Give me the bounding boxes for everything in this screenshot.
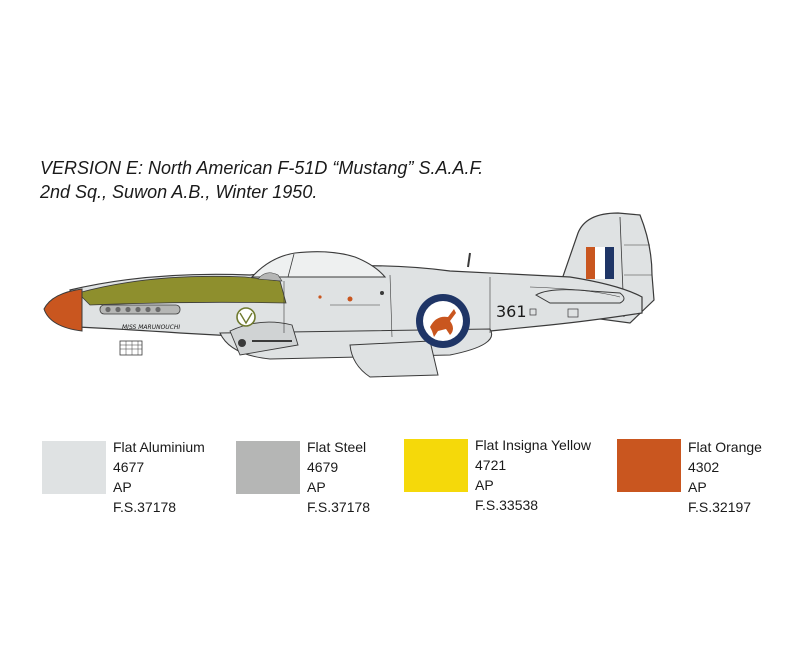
color-name: Flat Orange xyxy=(688,439,762,455)
springbok-icon xyxy=(430,309,456,337)
swatch-flat-steel xyxy=(236,441,300,494)
nose-art-text: MISS MARUNOUCHI xyxy=(122,324,180,331)
color-code: 4302 xyxy=(688,459,720,475)
pilot-head xyxy=(257,272,283,282)
aircraft-profile-illustration: MISS MARUNOUCHI 361 xyxy=(43,212,655,378)
swatch-flat-orange xyxy=(617,439,681,492)
propeller-spinner xyxy=(43,288,83,332)
color-name: Flat Steel xyxy=(307,439,367,455)
squadron-badge xyxy=(236,307,256,327)
title-line-2: 2nd Sq., Suwon A.B., Winter 1950. xyxy=(40,182,318,202)
fin-flash-blue xyxy=(605,247,614,279)
fin-flash-orange xyxy=(586,247,595,279)
swatch-flat-insigna-yellow xyxy=(404,439,468,492)
undercarriage xyxy=(229,321,299,356)
color-code: 4721 xyxy=(475,457,507,473)
exhaust-stacks xyxy=(99,304,181,315)
color-code: 4679 xyxy=(307,459,339,475)
radiator-scoop xyxy=(349,340,439,378)
fin-flash-white xyxy=(595,247,605,279)
vent-grille xyxy=(119,340,143,356)
version-title: VERSION E: North American F-51D “Mustang… xyxy=(40,156,483,204)
color-code-suffix: AP xyxy=(307,479,326,495)
fs-code: F.S.32197 xyxy=(688,499,752,515)
color-code-suffix: AP xyxy=(688,479,707,495)
color-code-suffix: AP xyxy=(475,477,494,493)
color-code-suffix: AP xyxy=(113,479,132,495)
aircraft-serial: 361 xyxy=(496,302,527,321)
color-name: Flat Aluminium xyxy=(113,439,205,455)
color-name: Flat Insigna Yellow xyxy=(475,437,591,453)
color-code: 4677 xyxy=(113,459,145,475)
radio-mast xyxy=(467,252,471,268)
swatch-flat-aluminium xyxy=(42,441,106,494)
title-line-1: VERSION E: North American F-51D “Mustang… xyxy=(40,158,484,178)
fs-code: F.S.33538 xyxy=(475,497,539,513)
fs-code: F.S.37178 xyxy=(113,499,177,515)
fs-code: F.S.37178 xyxy=(307,499,371,515)
canopy xyxy=(250,251,387,278)
anti-glare-panel xyxy=(77,275,287,306)
